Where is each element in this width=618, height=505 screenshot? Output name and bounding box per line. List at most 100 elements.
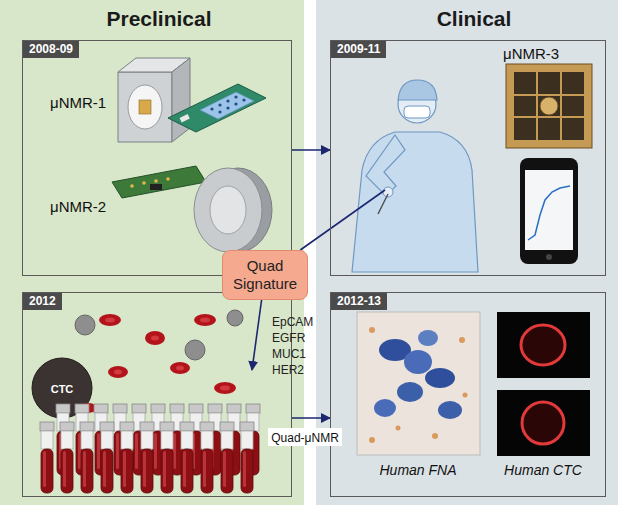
micro-nmr-1-device bbox=[226, 106, 229, 109]
marker-name: EpCAM bbox=[272, 315, 313, 329]
micro-nmr-3-device bbox=[506, 64, 592, 148]
band-heading: Preclinical bbox=[0, 0, 318, 31]
clinical-ground bbox=[316, 0, 618, 505]
image-caption: Human CTC bbox=[504, 461, 582, 479]
blood-tubes bbox=[240, 422, 254, 493]
band-heading: Clinical bbox=[316, 0, 618, 31]
signature-box: Quad Signature bbox=[222, 250, 308, 300]
blood-tubes bbox=[200, 422, 214, 493]
device-label: μNMR-3 bbox=[503, 45, 559, 62]
fna-micrograph bbox=[397, 382, 423, 402]
micro-nmr-1-device bbox=[234, 95, 237, 98]
blood-tubes bbox=[40, 404, 260, 493]
marker-name: HER2 bbox=[272, 363, 304, 377]
blood-tubes bbox=[180, 422, 194, 493]
blood-cells bbox=[214, 382, 236, 394]
blood-cells bbox=[185, 340, 205, 360]
flow-arrow bbox=[252, 300, 262, 370]
period-tab: 2012 bbox=[23, 293, 62, 310]
period-box: 2008-09 bbox=[22, 40, 292, 276]
fna-micrograph bbox=[432, 433, 438, 439]
blood-cells bbox=[170, 362, 190, 374]
micro-nmr-2-device bbox=[112, 166, 272, 252]
micro-nmr-1-device bbox=[172, 58, 190, 142]
micro-nmr-3-device bbox=[514, 94, 584, 96]
fna-micrograph bbox=[369, 437, 375, 443]
micro-nmr-2-device bbox=[130, 184, 134, 188]
smartphone-icon bbox=[520, 158, 578, 264]
cell-label: CTC bbox=[51, 383, 74, 395]
fna-micrograph bbox=[357, 312, 480, 455]
period-tab: 2008-09 bbox=[23, 41, 79, 58]
blood-cells bbox=[176, 366, 184, 371]
micro-nmr-2-device bbox=[112, 166, 206, 198]
micro-nmr-1-device bbox=[139, 100, 151, 114]
fna-micrograph bbox=[463, 393, 468, 398]
fna-micrograph bbox=[374, 399, 396, 417]
smartphone-icon bbox=[525, 170, 573, 250]
stage-band: Clinical2009-112012-13 bbox=[316, 0, 618, 505]
fna-micrograph bbox=[369, 327, 375, 333]
fna-micrograph bbox=[418, 330, 438, 346]
ctc-fluorescence-images bbox=[497, 390, 590, 456]
blood-tubes bbox=[40, 422, 54, 493]
blood-tubes bbox=[140, 422, 154, 493]
micro-nmr-1-device bbox=[226, 99, 229, 102]
edge-label: Quad-μNMR bbox=[271, 431, 339, 445]
image-caption: Human CTC bbox=[504, 462, 582, 478]
micro-nmr-1-device bbox=[168, 84, 266, 132]
ctc-fluorescence-images bbox=[522, 402, 564, 444]
flow-arrow bbox=[292, 149, 330, 151]
surgeon-illustration bbox=[398, 80, 437, 100]
flow-arrow bbox=[292, 417, 330, 419]
marker-name: EGFR bbox=[272, 328, 305, 346]
micro-nmr-2-device bbox=[154, 179, 158, 183]
blood-cells bbox=[99, 314, 121, 326]
smartphone-icon bbox=[528, 186, 570, 240]
micro-nmr-1-device bbox=[210, 107, 213, 110]
micro-nmr-2-device bbox=[194, 168, 262, 252]
image-caption: Human FNA bbox=[379, 461, 456, 479]
surgeon-illustration bbox=[352, 80, 478, 272]
blood-tubes bbox=[100, 422, 114, 493]
blood-tubes bbox=[120, 422, 134, 493]
blood-cells bbox=[114, 370, 122, 375]
micro-nmr-3-device bbox=[506, 64, 592, 148]
signature-text: Quad Signature bbox=[229, 257, 301, 293]
device-label: μNMR-1 bbox=[50, 94, 106, 111]
device-label: μNMR-2 bbox=[50, 198, 106, 216]
micro-nmr-2-device bbox=[150, 184, 162, 190]
blood-cells bbox=[200, 318, 210, 323]
micro-nmr-2-device bbox=[210, 186, 246, 234]
ctc-fluorescence-images bbox=[497, 312, 590, 456]
blood-cells bbox=[227, 310, 243, 326]
blood-cells bbox=[145, 331, 165, 345]
surgeon-illustration bbox=[378, 194, 388, 214]
fna-micrograph bbox=[425, 368, 455, 388]
smartphone-icon bbox=[520, 158, 578, 264]
micro-nmr-3-device bbox=[514, 116, 584, 118]
micro-nmr-1-device bbox=[234, 102, 237, 105]
fna-micrograph bbox=[396, 426, 401, 431]
fna-micrograph bbox=[438, 401, 462, 419]
period-box: 2009-11 bbox=[330, 40, 606, 276]
marker-name: MUC1 bbox=[272, 347, 306, 361]
cell-label: CTC bbox=[51, 379, 74, 397]
device-label: μNMR-3 bbox=[503, 45, 559, 63]
micro-nmr-1-device bbox=[200, 92, 254, 119]
marker-name: EpCAM bbox=[272, 312, 313, 330]
micro-nmr-1-device bbox=[242, 98, 245, 101]
micro-nmr-2-device bbox=[142, 181, 146, 185]
device-label: μNMR-1 bbox=[50, 94, 106, 112]
surgeon-illustration bbox=[366, 135, 405, 196]
flow-arrow bbox=[300, 190, 385, 250]
blood-tubes bbox=[60, 422, 74, 493]
micro-nmr-1-device bbox=[118, 72, 172, 142]
micro-nmr-1-device bbox=[218, 103, 221, 106]
period-tab: 2009-11 bbox=[331, 41, 386, 58]
micro-nmr-3-device bbox=[536, 72, 538, 140]
marker-name: MUC1 bbox=[272, 344, 306, 362]
micro-nmr-1-device bbox=[118, 58, 266, 142]
